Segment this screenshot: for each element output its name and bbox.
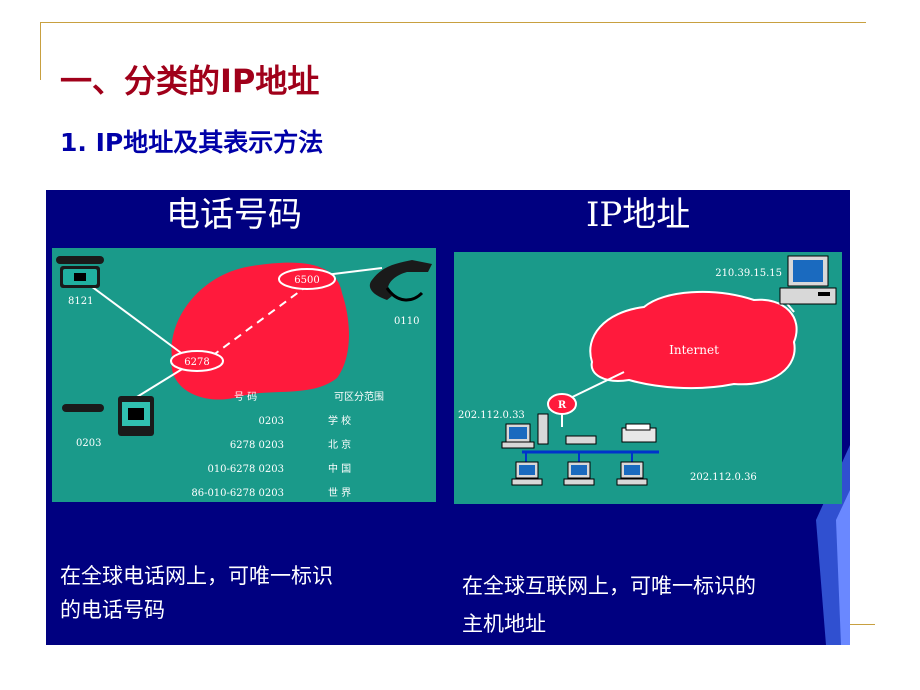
- node-lower-label: 6278: [184, 357, 209, 368]
- computer-icon-bottom-1: [511, 461, 543, 486]
- number-row-1: 0203: [259, 416, 284, 427]
- ip-panel-title: IP地址: [586, 195, 691, 235]
- phone-diagram: 6500 6278 8121 0110 0203 号 码: [52, 248, 436, 502]
- phone-panel-title: 电话号码: [166, 195, 302, 235]
- slide-title: 一、分类的IP地址: [60, 62, 320, 100]
- host-ip-left: 202.112.0.33: [458, 410, 525, 421]
- host-ip-top: 210.39.15.15: [715, 268, 782, 279]
- internet-diagram-canvas: Internet R: [458, 255, 837, 486]
- trunk-dashed-line: [211, 285, 308, 357]
- range-row-3: 中 国: [328, 462, 351, 475]
- computer-icon-left: [501, 413, 549, 449]
- number-row-2: 6278 0203: [230, 440, 284, 451]
- computer-icon-bottom-2: [563, 461, 595, 486]
- hub-icon: [565, 435, 597, 445]
- swoosh-highlight: [836, 490, 850, 645]
- computer-icon-bottom-3: [616, 461, 648, 486]
- frame-left-line: [40, 22, 41, 80]
- exchange-node-lower: [170, 350, 224, 372]
- internet-label: Internet: [669, 343, 719, 357]
- phone-a-number: 8121: [68, 296, 93, 307]
- node-upper-label: 6500: [294, 275, 319, 286]
- table-header-number: 号 码: [234, 391, 257, 403]
- host-ip-bottom: 202.112.0.36: [690, 472, 757, 483]
- number-row-4: 86-010-6278 0203: [191, 488, 284, 499]
- range-row-4: 世 界: [328, 487, 351, 499]
- telephone-icon-a: [56, 256, 104, 288]
- printer-icon: [621, 423, 657, 443]
- router-label: R: [558, 400, 567, 411]
- number-row-3: 010-6278 0203: [207, 464, 284, 475]
- telephone-icon-c: [62, 396, 154, 436]
- frame-top-line: [40, 22, 866, 23]
- range-row-1: 学 校: [328, 414, 351, 427]
- computer-icon-top: [779, 255, 837, 305]
- phone-b-number: 0110: [394, 316, 419, 327]
- phone-caption-line2: 的电话号码: [60, 598, 165, 622]
- phone-c-number: 0203: [76, 438, 101, 449]
- telephone-icon-b: [369, 260, 432, 302]
- internet-cloud: [589, 291, 798, 390]
- phone-diagram-canvas: 6500 6278 8121 0110 0203 号 码: [56, 256, 432, 499]
- range-row-2: 北 京: [328, 438, 351, 451]
- table-header-range: 可区分范围: [334, 390, 384, 403]
- exchange-node-upper: [278, 268, 336, 290]
- slide-subtitle: 1. IP地址及其表示方法: [60, 128, 324, 157]
- internet-diagram: Internet R: [454, 252, 842, 504]
- ip-caption-line1: 在全球互联网上，可唯一标识的: [462, 574, 756, 598]
- comparison-panel: 电话号码 IP地址 6500 6278: [46, 190, 850, 645]
- ip-caption-line2: 主机地址: [462, 612, 546, 636]
- phone-caption-line1: 在全球电话网上，可唯一标识: [60, 564, 333, 588]
- frame-right-line: [849, 624, 875, 625]
